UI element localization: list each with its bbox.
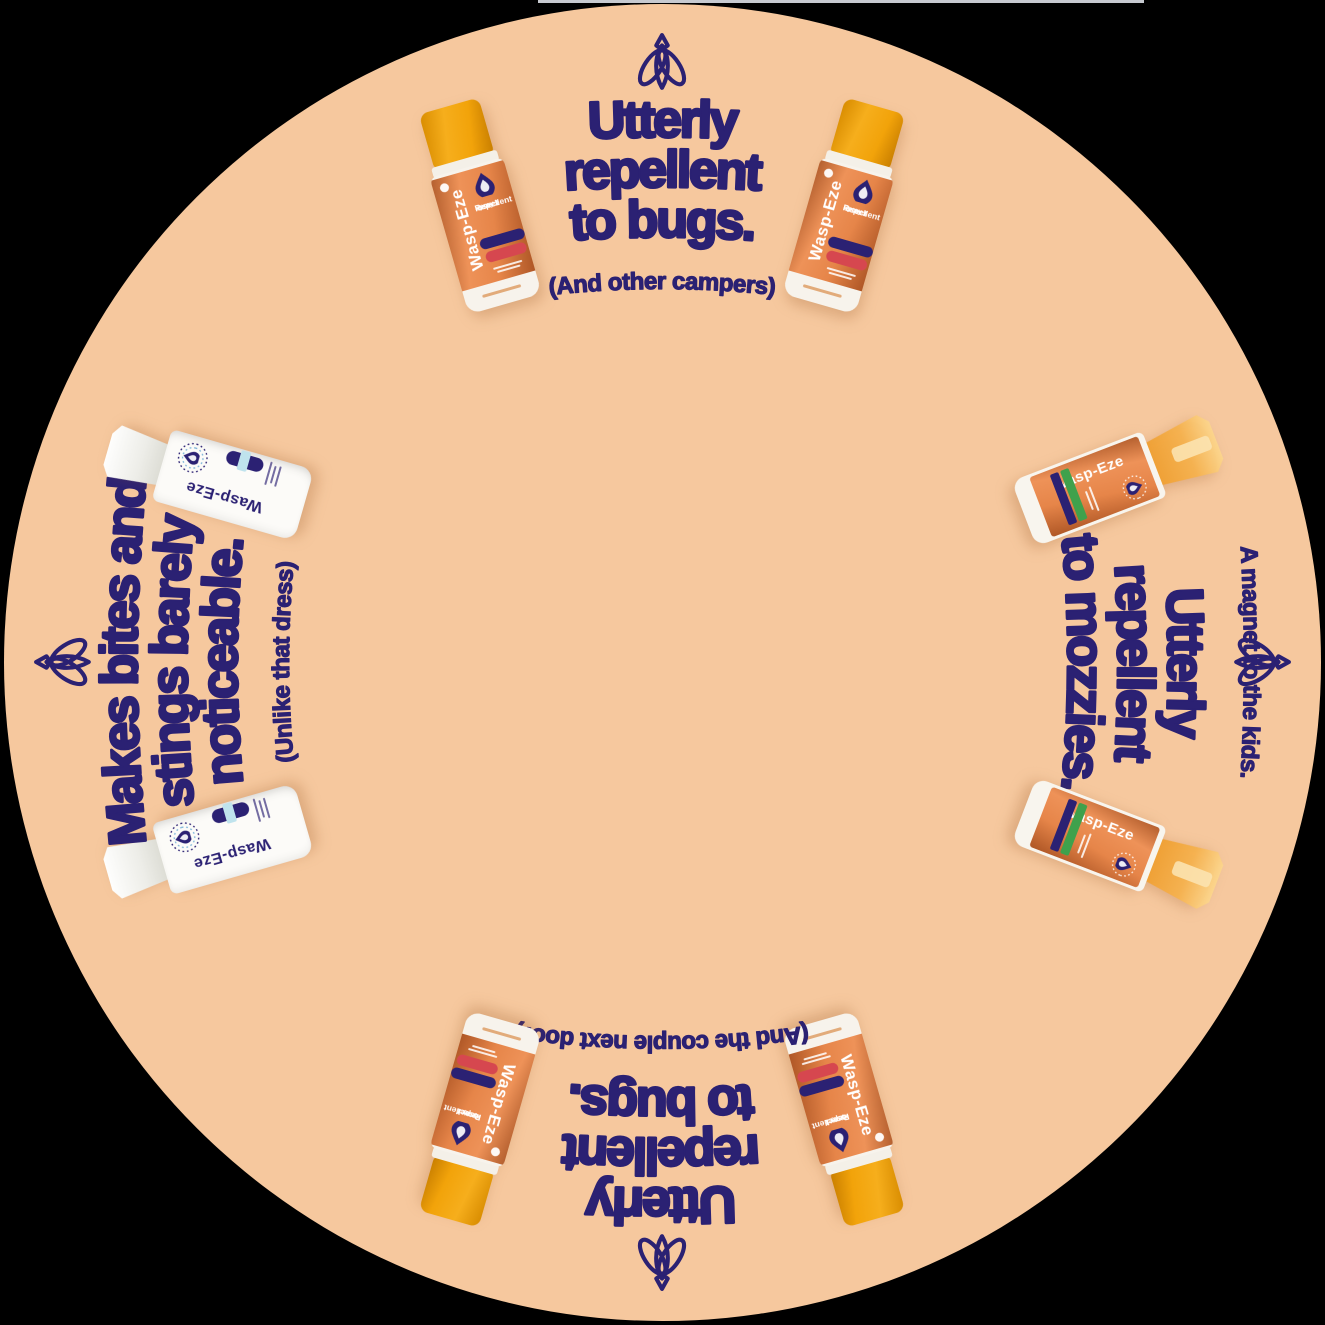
svg-text:to mozzies.: to mozzies. [1050,532,1114,793]
kicker-line: A magnet to the kids. [1234,545,1266,780]
bottle-body: Wasp-Eze [151,429,315,541]
label-line: Spray [461,1108,482,1121]
headline-line: to bugs. [566,1071,757,1135]
svg-text:Utterly: Utterly [587,91,740,150]
drop-emblem-icon [851,176,878,206]
svg-text:Makes bites and: Makes bites and [91,476,158,848]
svg-text:(Unlike that dress): (Unlike that dress) [268,560,300,764]
svg-text:(And the couple next door): (And the couple next door) [513,1020,810,1057]
svg-text:A magnet to the kids.: A magnet to the kids. [1235,545,1265,779]
quadrant-top-text: Utterly repellent to bugs. (And other ca… [547,89,778,301]
bottle-body: Wasp-Eze Insect Repellent Spray [782,157,895,315]
headline-line: repellent [559,1121,764,1185]
caption-line: (Unlike that dress) [267,560,300,765]
svg-text:to bugs.: to bugs. [568,1073,756,1134]
quadrant-left: Wasp-Eze Makes bites and stings barely n… [55,382,355,942]
headline-line: stings barely [139,510,207,811]
quadrant-bottom: Wasp-Eze Insect Repellent Spray [382,970,942,1270]
svg-text:to bugs.: to bugs. [568,191,756,252]
headline-line: repellent [561,139,768,203]
headline-line: repellent [1101,561,1165,766]
quadrant-bottom-text: Utterly repellent to bugs. (And the coup… [513,1019,811,1235]
svg-text:Utterly: Utterly [584,1175,737,1234]
headline-line: Utterly [583,1173,739,1235]
headline-line: to mozzies. [1048,530,1115,794]
bottle-label: Wasp-Eze [1029,786,1161,888]
svg-text:(And other campers): (And other campers) [547,268,776,301]
top-edge-artifact [538,0,1144,3]
drop-emblem-icon [446,1119,473,1149]
svg-text:noticeable.: noticeable. [191,536,255,788]
bottle-label: Wasp-Eze Insect Repellent Spray [430,1033,536,1166]
headline-line: Utterly [586,89,744,151]
bottle-body: Wasp-Eze Insect Repellent Spray [429,1010,542,1168]
headline-line: Utterly [1153,586,1215,742]
label-line: Spray [842,204,863,217]
headline-line: noticeable. [189,535,256,790]
caption-line: (And other campers) [547,267,778,301]
peach-circle [4,4,1321,1321]
headline-line: to bugs. [567,189,760,253]
svg-text:stings barely: stings barely [141,512,206,810]
headline-line: Makes bites and [89,475,159,850]
svg-text:Utterly: Utterly [1155,587,1214,740]
quadrant-right-text: A magnet to the kids. Utterly repellent … [1048,530,1265,794]
drop-emblem-icon [1107,848,1141,882]
svg-text:repellent: repellent [562,141,764,202]
quadrant-right: Wasp-Eze A magnet to the kids. Utterly r… [970,382,1270,942]
caption-line: (And the couple next door) [513,1019,811,1057]
bottle-label: Wasp-Eze Insect Repellent Spray [788,159,894,292]
svg-text:repellent: repellent [1103,562,1164,764]
quadrant-left-text: Makes bites and stings barely noticeable… [89,475,300,850]
quadrant-top: Wasp-Eze Insect Repellent Spray [382,55,942,355]
svg-text:repellent: repellent [560,1123,762,1184]
